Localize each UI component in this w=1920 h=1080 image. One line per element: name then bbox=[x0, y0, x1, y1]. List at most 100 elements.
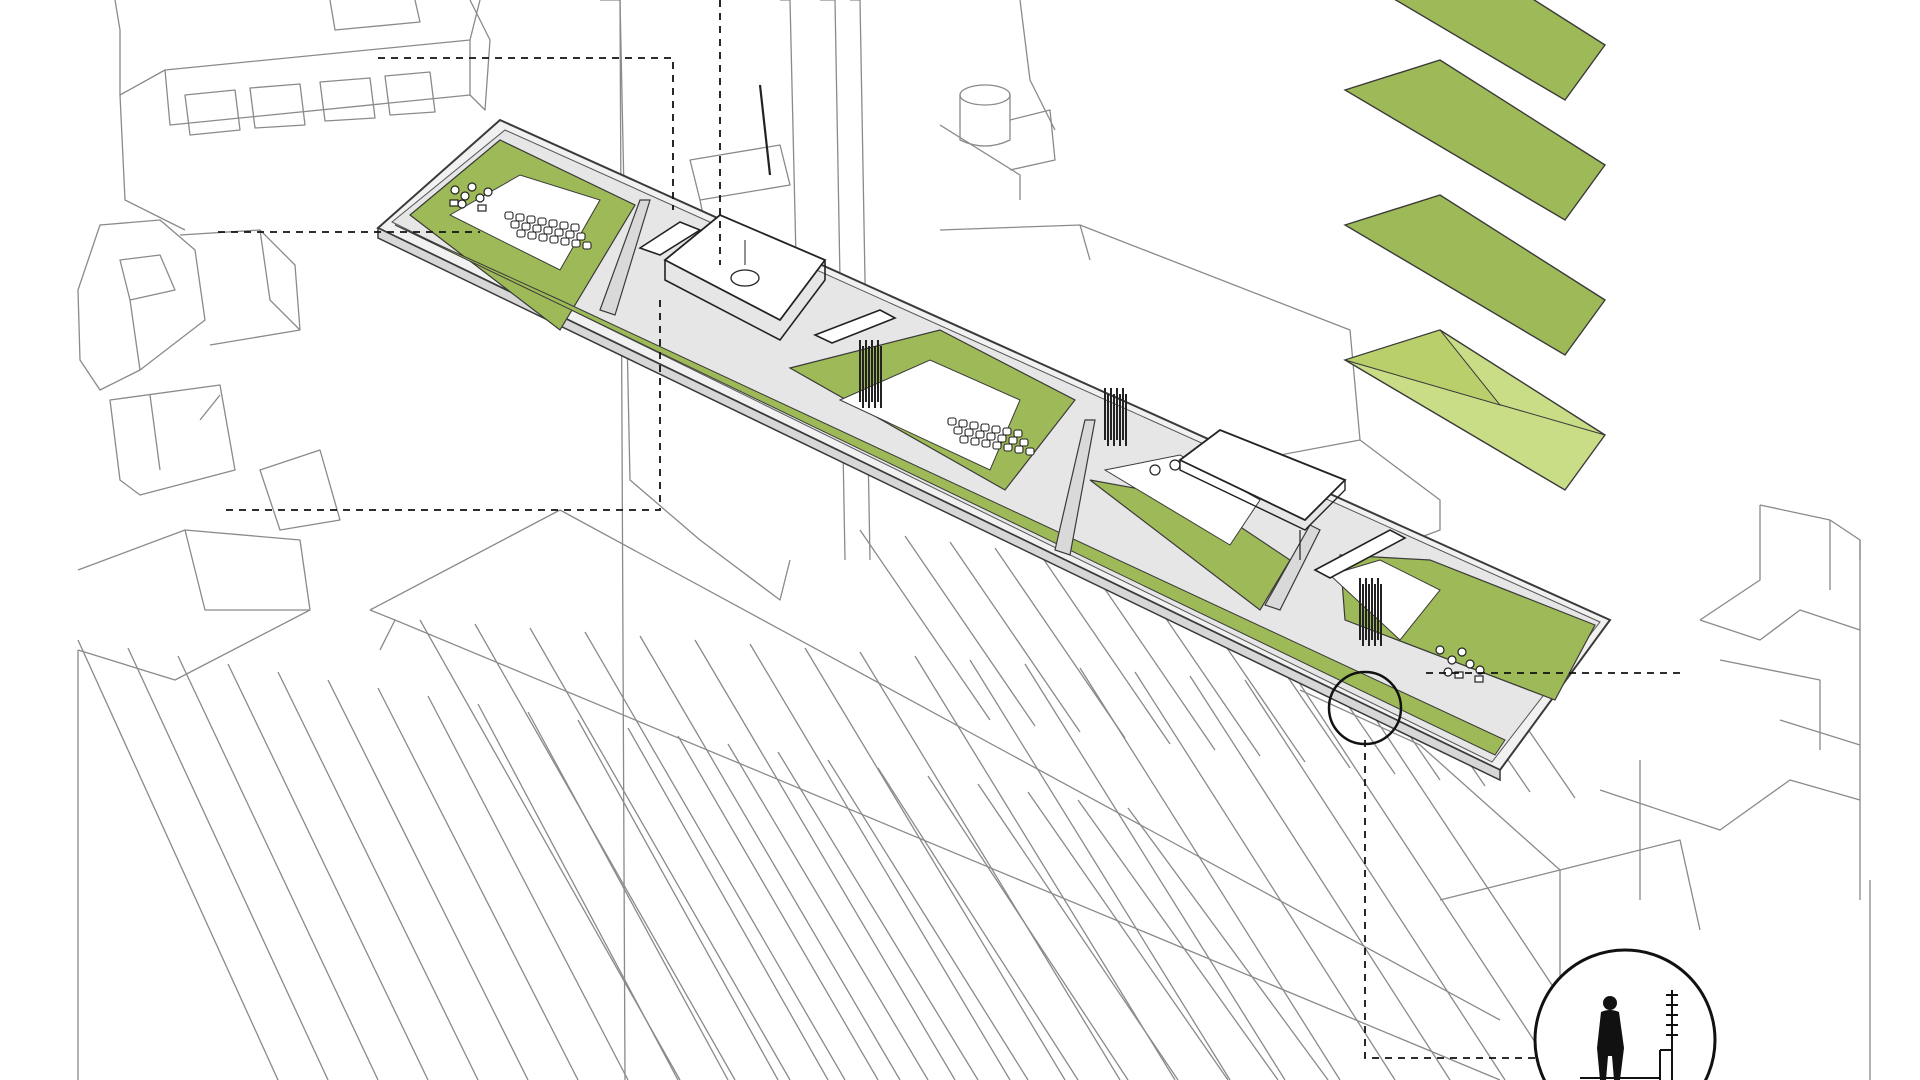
bench bbox=[504, 211, 514, 220]
stair-opening-2 bbox=[812, 309, 897, 344]
bench bbox=[959, 435, 969, 444]
bench bbox=[527, 231, 537, 240]
stack-layer bbox=[1394, 0, 1607, 101]
bench bbox=[543, 226, 553, 235]
roof-strip bbox=[749, 643, 1011, 1080]
detail-callout bbox=[1533, 948, 1717, 1080]
ramp-2 bbox=[1054, 419, 1096, 556]
stair-opening-1 bbox=[638, 221, 702, 256]
roof-strip bbox=[694, 639, 956, 1080]
pole-groups bbox=[859, 340, 1382, 646]
bench bbox=[986, 432, 996, 441]
stack-layer bbox=[1343, 194, 1607, 356]
roof-strip bbox=[1127, 807, 1329, 1080]
roof-strip bbox=[327, 679, 529, 1080]
ramp-1 bbox=[599, 199, 651, 316]
roof-strip bbox=[777, 751, 979, 1080]
bench bbox=[980, 423, 990, 432]
bench bbox=[1019, 438, 1029, 447]
bench bbox=[510, 220, 520, 229]
roof-strip bbox=[1299, 683, 1561, 1080]
bench bbox=[1025, 447, 1035, 456]
plaza-3 bbox=[1103, 454, 1261, 546]
bench bbox=[554, 228, 564, 237]
roof-strip bbox=[527, 711, 729, 1080]
bench bbox=[571, 239, 581, 248]
bench bbox=[997, 434, 1007, 443]
bench bbox=[538, 233, 548, 242]
roof-rib bbox=[949, 541, 1081, 733]
bench bbox=[953, 426, 963, 435]
people-cluster-east bbox=[1435, 645, 1485, 683]
sawtooth-roofs bbox=[77, 619, 1616, 1080]
bench bbox=[1002, 427, 1012, 436]
roof-strip bbox=[1189, 675, 1451, 1080]
bench bbox=[521, 222, 531, 231]
bench bbox=[516, 229, 526, 238]
bench bbox=[532, 224, 542, 233]
roof-strip bbox=[639, 635, 901, 1080]
roof-strip bbox=[529, 627, 791, 1080]
ramp-3 bbox=[1264, 524, 1321, 611]
roof-strip bbox=[914, 655, 1176, 1080]
roof-strip bbox=[827, 759, 1029, 1080]
bench bbox=[1013, 429, 1023, 438]
person-figure-icon bbox=[1597, 996, 1624, 1080]
roof-strip bbox=[584, 631, 846, 1080]
bench bbox=[1014, 445, 1024, 454]
roof-strip bbox=[177, 655, 379, 1080]
bench bbox=[947, 417, 957, 426]
roof-strip bbox=[627, 727, 829, 1080]
bench bbox=[958, 419, 968, 428]
roof-strip bbox=[969, 659, 1231, 1080]
roof-strip bbox=[227, 663, 429, 1080]
roof-strip bbox=[804, 647, 1066, 1080]
roof-rib bbox=[1039, 553, 1171, 745]
railing-ticks bbox=[1666, 994, 1678, 1036]
bench bbox=[576, 232, 586, 241]
roof-rib bbox=[994, 547, 1126, 739]
roof-strip bbox=[419, 619, 681, 1080]
bench bbox=[526, 215, 536, 224]
roof-strip bbox=[677, 735, 879, 1080]
bench bbox=[991, 425, 1001, 434]
bench bbox=[515, 213, 525, 222]
bench bbox=[1003, 443, 1013, 452]
detail-callout-circle bbox=[1533, 948, 1717, 1080]
roof-strip bbox=[127, 647, 329, 1080]
bench bbox=[1008, 436, 1018, 445]
roof-strip bbox=[1244, 679, 1506, 1080]
bench bbox=[560, 237, 570, 246]
roof-strip bbox=[1027, 791, 1229, 1080]
roof-strip bbox=[877, 767, 1079, 1080]
bench bbox=[964, 428, 974, 437]
bench bbox=[969, 421, 979, 430]
roof-strip bbox=[1134, 671, 1396, 1080]
bench bbox=[975, 430, 985, 439]
bench bbox=[970, 437, 980, 446]
roof-rib bbox=[859, 529, 991, 721]
bench bbox=[548, 219, 558, 228]
bench bbox=[565, 230, 575, 239]
bench bbox=[570, 223, 580, 232]
roof-strip bbox=[577, 719, 779, 1080]
bench bbox=[537, 217, 547, 226]
roof-rib bbox=[904, 535, 1036, 727]
bench bbox=[559, 221, 569, 230]
mast bbox=[758, 84, 772, 176]
roof-rib bbox=[1084, 559, 1216, 751]
bench bbox=[549, 235, 559, 244]
facet-line bbox=[1439, 329, 1606, 436]
lawn-strip-front bbox=[394, 224, 1506, 756]
roof-strip bbox=[1024, 663, 1286, 1080]
facet-line bbox=[1344, 359, 1566, 491]
plaza-4 bbox=[1329, 559, 1441, 641]
callout-lines bbox=[218, 0, 1680, 1059]
roof-strip bbox=[727, 743, 929, 1080]
roof-strip bbox=[427, 695, 629, 1080]
roof-strip bbox=[277, 671, 479, 1080]
stair-opening-3 bbox=[1313, 529, 1407, 579]
bench-groups bbox=[504, 211, 1035, 456]
people-cluster-west bbox=[449, 182, 493, 212]
